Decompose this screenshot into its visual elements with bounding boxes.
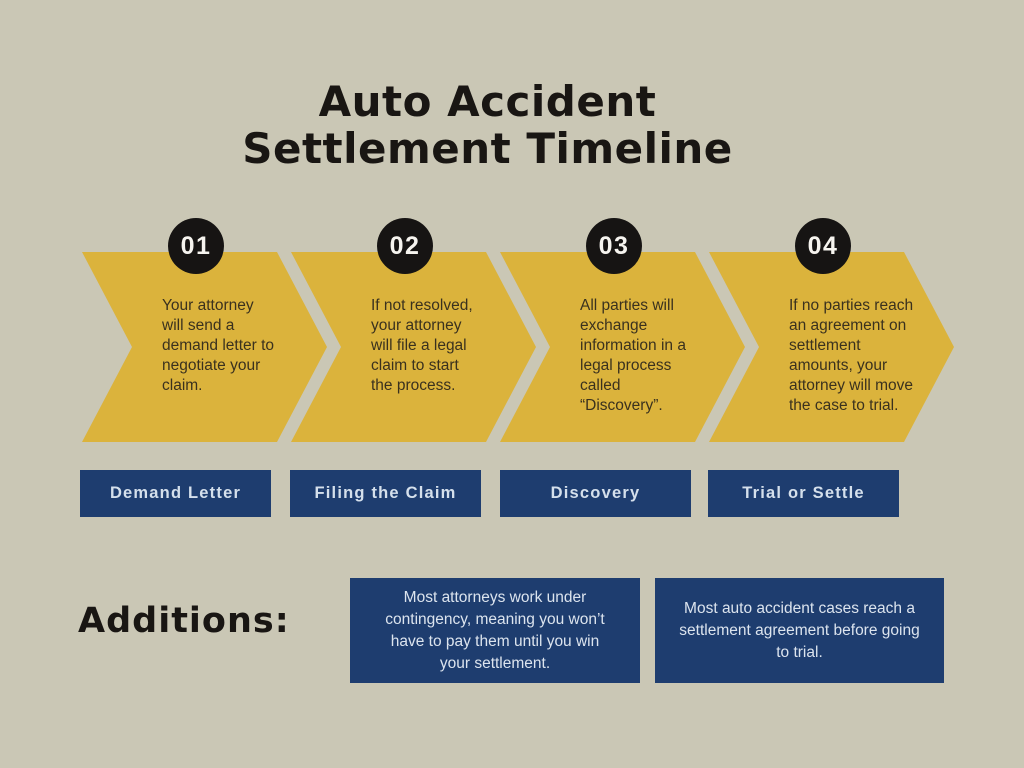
step-number-badge-4: 04	[795, 218, 851, 274]
step-label-trial-or-settle: Trial or Settle	[708, 470, 899, 517]
addition-note-box-1: Most attorneys work under contingency, m…	[350, 578, 640, 683]
additions-heading: Additions:	[78, 601, 290, 641]
step-label-discovery: Discovery	[500, 470, 691, 517]
step-description-3: All parties will exchange information in…	[580, 297, 686, 414]
addition-note-box-2: Most auto accident cases reach a settlem…	[655, 578, 944, 683]
step-label-filing-the-claim: Filing the Claim	[290, 470, 481, 517]
step-label-text-2: Filing the Claim	[314, 484, 457, 502]
step-description-1: Your attorney will send a demand letter …	[162, 297, 275, 394]
step-label-text-1: Demand Letter	[109, 484, 242, 502]
page-title: Auto Accident Settlement Timeline	[242, 77, 733, 173]
step-label-demand-letter: Demand Letter	[80, 470, 271, 517]
step-label-text-3: Discovery	[550, 484, 641, 502]
step-description-2: If not resolved, your attorney will file…	[371, 297, 473, 394]
step-label-text-4: Trial or Settle	[742, 484, 865, 502]
step-description-4: If no parties reach an agreement on sett…	[789, 297, 914, 414]
addition-note-text-1: Most attorneys work under contingency, m…	[385, 588, 605, 672]
step-number-badge-1: 01	[168, 218, 224, 274]
step-number-badge-2: 02	[377, 218, 433, 274]
addition-note-text-2: Most auto accident cases reach a settlem…	[679, 599, 920, 661]
step-number-badge-3: 03	[586, 218, 642, 274]
